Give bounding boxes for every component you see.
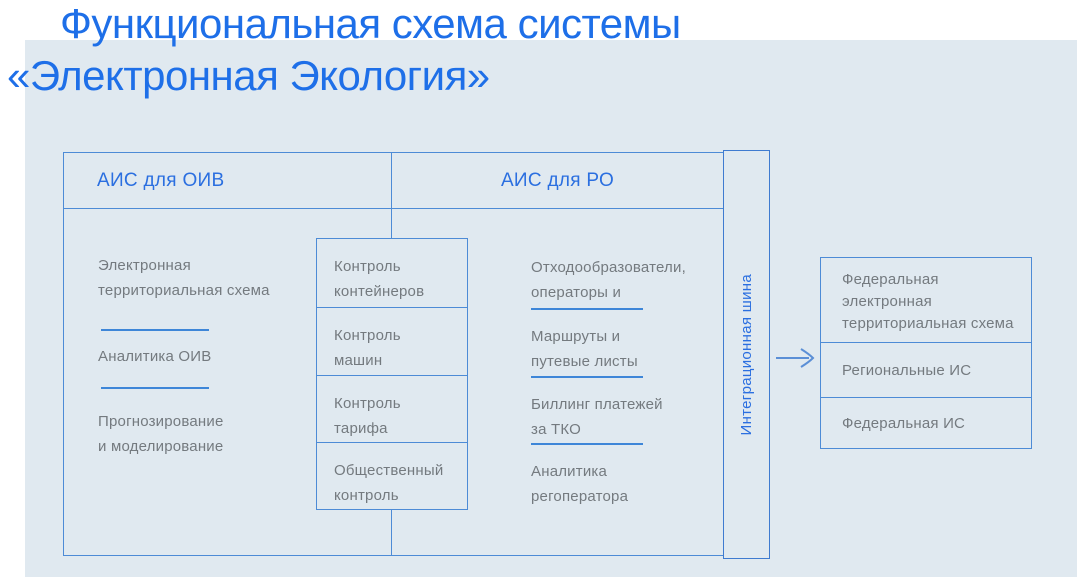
header-row: АИС для ОИВ АИС для РО [64, 153, 723, 209]
right-item-regoperator-analytics: Аналитика регоператора [531, 463, 629, 505]
right-item-waste-generators: Отходообразователи, операторы и [531, 259, 686, 301]
item-divider [101, 329, 209, 331]
ais-main-box: АИС для ОИВ АИС для РО Электронная терри… [63, 152, 724, 556]
right-arrow-icon [773, 344, 819, 372]
box-tariff-control: Контроль тарифа [317, 376, 467, 443]
box-public-control: Общественный контроль [334, 462, 444, 504]
box-container-control: Контроль контейнеров [317, 239, 467, 308]
connector-line-top [391, 208, 392, 238]
item-divider [531, 308, 643, 310]
item-divider [531, 376, 643, 378]
left-item-territorial-scheme: Электронная территориальная схема [98, 257, 270, 299]
box-vehicle-control: Контроль машин [317, 308, 467, 376]
item-divider [531, 443, 643, 445]
right-item-billing: Биллинг платежей за ТКО [531, 396, 663, 438]
page-title-line2: «Электронная Экология» [7, 52, 490, 99]
left-item-analytics-oiv: Аналитика ОИВ [98, 348, 212, 365]
header-ais-ro: АИС для РО [500, 169, 615, 191]
left-item-forecasting: Прогнозирование и моделирование [98, 413, 224, 455]
integration-bus: Интеграционная шина [723, 150, 770, 559]
ext-federal-is: Федеральная ИС [842, 414, 966, 432]
page-title-line1: Функциональная схема системы [60, 0, 681, 47]
header-ais-oiv: АИС для ОИВ [64, 153, 392, 208]
right-item-routes: Маршруты и путевые листы [531, 328, 638, 370]
integration-bus-label: Интеграционная шина [738, 273, 755, 436]
connector-line-bottom [391, 510, 392, 555]
external-systems-box: Федеральная электронная территориальная … [820, 257, 1032, 449]
ext-federal-territorial-scheme: Федеральная электронная территориальная … [821, 258, 1031, 343]
ext-regional-is: Региональные ИС [821, 343, 1031, 398]
control-boxes-column: Контроль контейнеров Контроль машин Конт… [316, 238, 468, 510]
item-divider [101, 387, 209, 389]
